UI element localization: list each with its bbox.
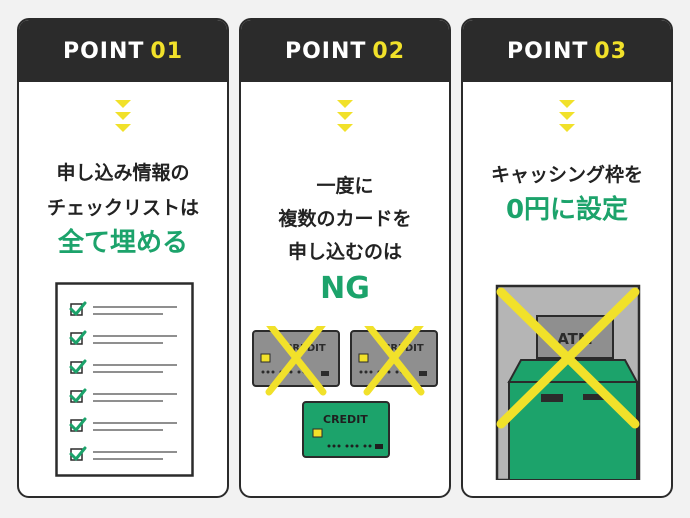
checklist-row [69, 388, 177, 403]
credit-card-green: CREDIT [302, 401, 390, 458]
checklist-row [69, 359, 177, 374]
credit-card-gray-1: CREDIT [252, 326, 340, 396]
credit-card-gray-2: CREDIT [350, 326, 438, 396]
check-mark-icon [69, 417, 87, 432]
point-line: 一度に [316, 175, 374, 197]
point-label: POINT [62, 38, 145, 64]
checklist-row [69, 417, 177, 432]
point-highlight: NG [320, 271, 370, 306]
point-line: チェックリストは [46, 197, 199, 219]
atm-icon: ATM [495, 284, 641, 480]
point-header-2: POINT 02 [241, 20, 449, 82]
chevron-down-icon [463, 98, 671, 138]
chevron-down-icon [19, 98, 227, 138]
point-card-3: POINT 03 キャッシング枠を 0円に設定 ATM [461, 18, 673, 498]
point-text-1: 申し込み情報の チェックリストは 全て埋める [19, 156, 227, 261]
point-header-1: POINT 01 [19, 20, 227, 82]
point-line: キャッシング枠を [490, 164, 643, 186]
point-number: 01 [150, 38, 184, 64]
point-line: 申し込むのは [287, 241, 402, 263]
chevron-down-icon [241, 98, 449, 138]
checklist-row [69, 301, 177, 316]
checklist-row [69, 446, 177, 461]
point-highlight: 0円に設定 [505, 195, 629, 225]
check-mark-icon [69, 388, 87, 403]
credit-cards-icon: CREDIT CREDIT CREDIT [252, 326, 438, 458]
check-mark-icon [69, 301, 87, 316]
check-mark-icon [69, 446, 87, 461]
check-mark-icon [69, 330, 87, 345]
checklist-icon [55, 282, 194, 477]
point-card-1: POINT 01 申し込み情報の チェックリストは 全て埋める [17, 18, 229, 498]
point-text-3: キャッシング枠を 0円に設定 [463, 158, 671, 228]
point-text-2: 一度に 複数のカードを 申し込むのは NG [241, 170, 449, 309]
point-header-3: POINT 03 [463, 20, 671, 82]
point-number: 03 [594, 38, 628, 64]
point-line: 複数のカードを [278, 208, 412, 230]
point-label: POINT [506, 38, 589, 64]
point-number: 02 [372, 38, 406, 64]
point-line: 申し込み情報の [56, 162, 190, 184]
checklist-row [69, 330, 177, 345]
check-mark-icon [69, 359, 87, 374]
point-label: POINT [284, 38, 367, 64]
point-card-2: POINT 02 一度に 複数のカードを 申し込むのは NG CREDIT [239, 18, 451, 498]
point-highlight: 全て埋める [57, 228, 188, 258]
card-label: CREDIT [323, 413, 368, 426]
